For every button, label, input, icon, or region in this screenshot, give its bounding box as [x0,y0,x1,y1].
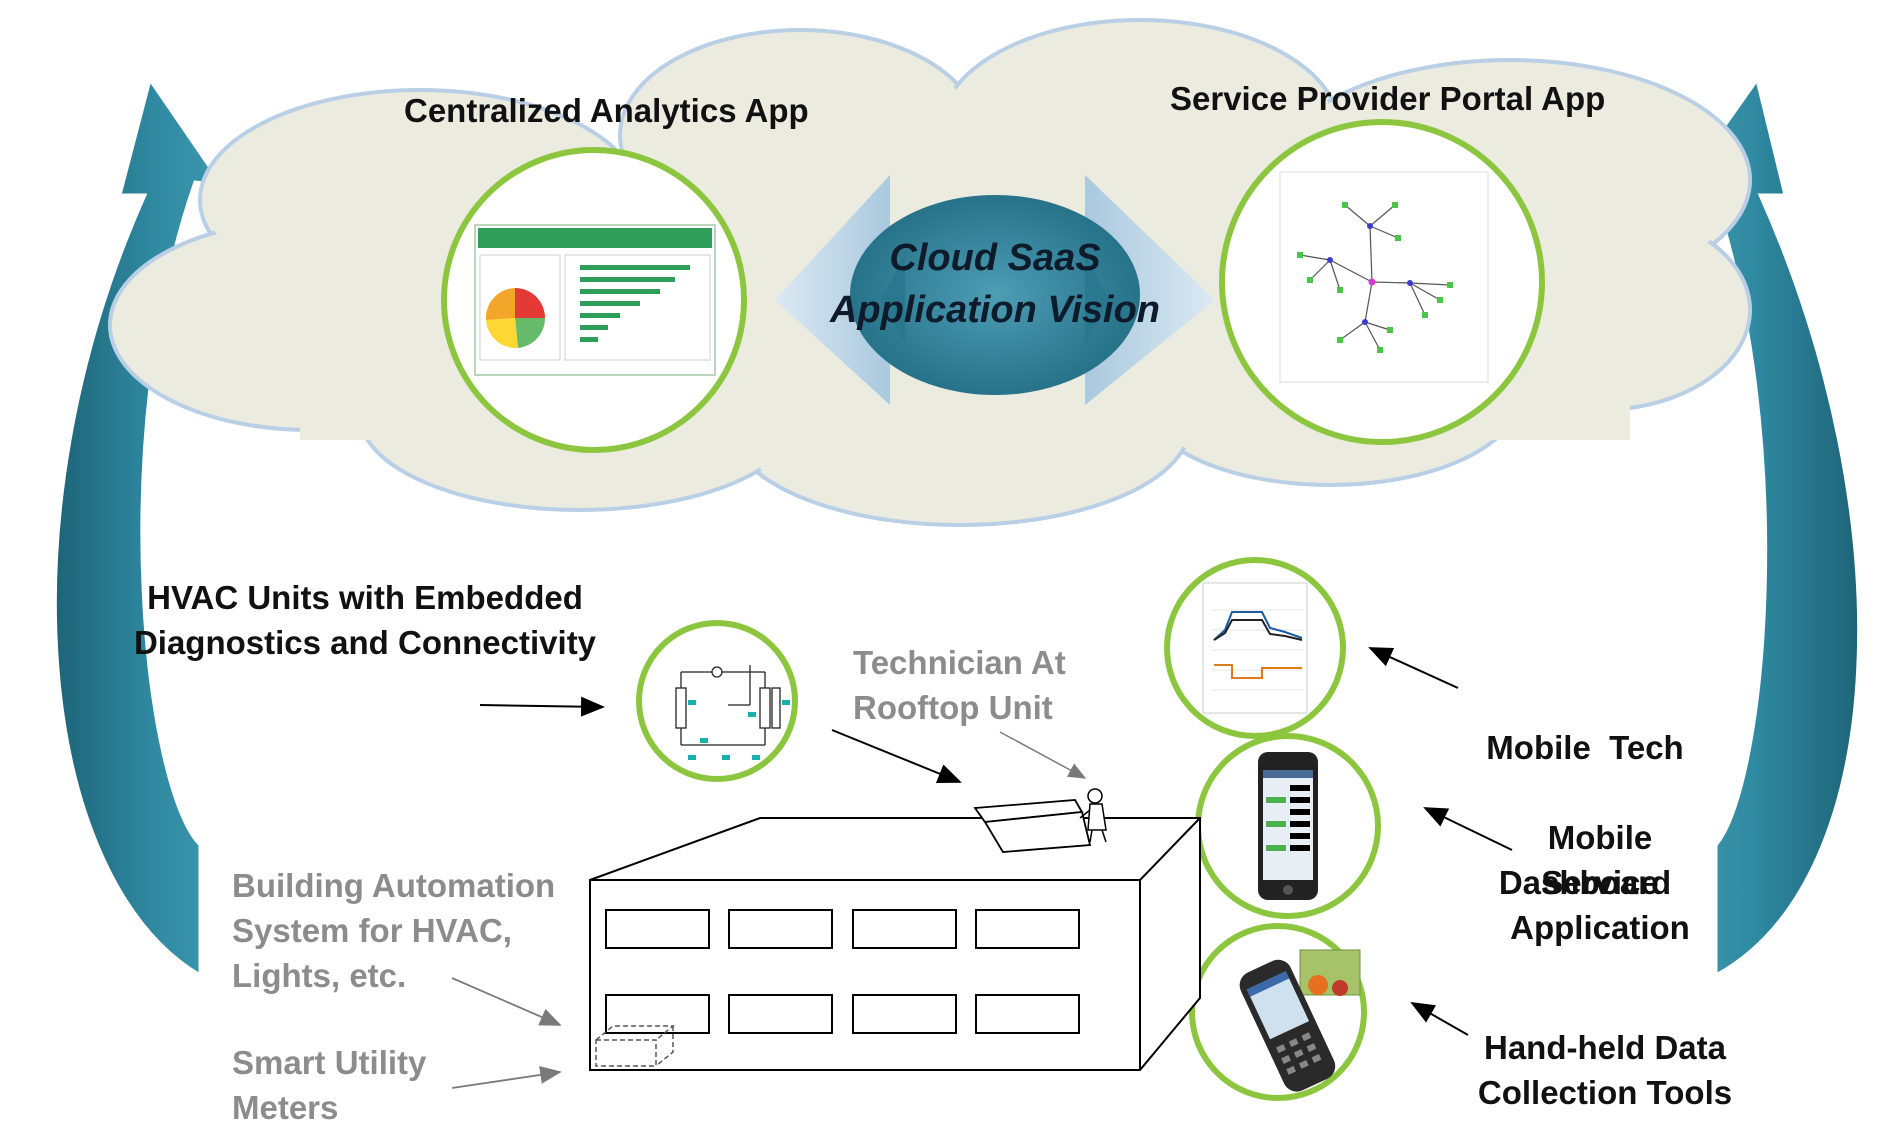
dashboard-pointer-arrow [1368,647,1459,689]
pointer-arrows [451,647,1513,1089]
hvac-label-line-1: HVAC Units with Embedded [147,579,583,616]
smart-utility-meters-label: Smart Utility Meters [232,1040,426,1130]
vision-line-2: Application Vision [829,289,1161,331]
mobile-service-application-label: Mobile Service Application [1490,815,1710,950]
bas-label-line-3: Lights, etc. [232,957,407,994]
hvac-pointer-arrow [479,696,605,717]
handheld-circle [1189,923,1367,1101]
mobile-tech-dashboard-label: Mobile Tech Dashboard [1460,635,1710,950]
centralized-analytics-title: Centralized Analytics App [404,92,809,129]
analytics-circle [441,147,747,453]
right-cycle-arrow [1679,76,1861,978]
meters-label-line-1: Smart Utility [232,1044,427,1081]
handheld-data-collection-label: Hand-held Data Collection Tools [1470,1025,1740,1115]
mobile-dash-label-line-2: Dashboard [1498,864,1672,901]
hvac-label-line-2: Diagnostics and Connectivity [133,624,597,661]
mobile-service-label-line-1: Mobile [1547,819,1653,856]
mobile-service-label-line-3: Application [1510,909,1690,946]
building-automation-label: Building Automation System for HVAC, Lig… [232,863,555,998]
bas-label-line-2: System for HVAC, [232,912,512,949]
bas-pointer-arrow [451,977,562,1026]
network-graph-thumbnail [1279,171,1489,383]
left-cycle-arrow [53,76,226,978]
service-pointer-arrow [1423,807,1513,851]
portal-circle [1219,119,1545,445]
mobile-service-label-line-2: Service [1541,864,1659,901]
handheld-label-line-2: Collection Tools [1477,1074,1733,1111]
building-icon [589,817,1201,1071]
handheld-pointer-arrow [1410,1002,1469,1036]
handheld-scanner-icon [1239,949,1361,1092]
mobile-dashboard-circle [1164,557,1346,739]
technician-label-line-1: Technician At [853,644,1066,681]
smartphone-icon [1258,752,1318,900]
rooftop-pointer-arrow [831,729,962,783]
technician-label: Technician At Rooftop Unit [853,640,1066,730]
line-chart-thumbnail [1202,582,1308,714]
service-provider-portal-title: Service Provider Portal App [1170,80,1606,117]
cloud-saas-vision-label: Cloud SaaS Application Vision [820,232,1170,336]
meters-label-line-2: Meters [232,1089,339,1126]
technician-label-line-2: Rooftop Unit [853,689,1053,726]
handheld-label-line-1: Hand-held Data [1483,1029,1727,1066]
mobile-dash-label-line-1: Mobile Tech [1486,729,1684,766]
utility-meter-box-icon [595,1025,676,1067]
meter-pointer-arrow [451,1065,562,1089]
hvac-circle [636,620,798,782]
vision-line-1: Cloud SaaS [889,237,1101,279]
rooftop-unit [973,799,1092,853]
analytics-dashboard-thumbnail [474,224,716,376]
technician-figure-icon [1079,788,1107,843]
hvac-units-label: HVAC Units with Embedded Diagnostics and… [130,575,600,665]
double-arrow [775,175,1215,405]
hvac-schematic-thumbnail [675,665,781,746]
mobile-service-circle [1195,733,1381,919]
bas-label-line-1: Building Automation [232,867,556,904]
technician-pointer-arrow [999,731,1087,779]
